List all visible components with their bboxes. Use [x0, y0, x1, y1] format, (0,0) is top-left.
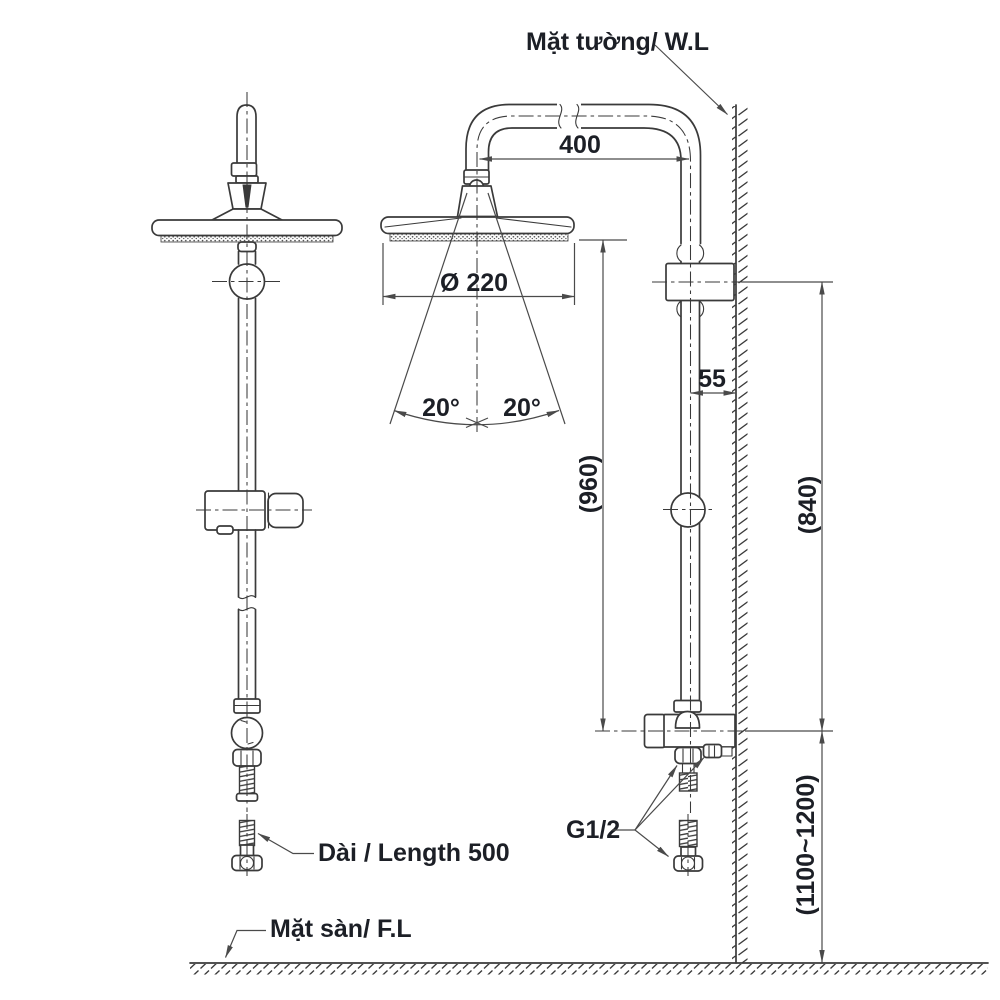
spray-face-texture-side [389, 233, 569, 242]
head-collar [230, 162, 258, 177]
angle-arc [393, 409, 560, 426]
wall-hatch [732, 106, 748, 963]
hose-nut-facets [240, 750, 254, 766]
hose-nut-side [674, 746, 702, 765]
dim-bracket-to-valve: (840) [595, 281, 833, 732]
dim-text-400: 400 [559, 131, 601, 159]
pipe-union-bulges [676, 244, 705, 318]
slider-joint-line [264, 492, 270, 529]
thread-leader-2 [634, 757, 705, 831]
wall-inlet-nut [702, 743, 723, 759]
dim-text-840: (840) [794, 476, 822, 534]
riser-pipe-bottom [237, 608, 257, 700]
dim-valve-above-floor: (1100~1200) [792, 730, 825, 964]
hose-length-leader [257, 832, 314, 855]
slider-tab [216, 525, 234, 535]
dim-text-220: Ø 220 [440, 269, 508, 297]
thread-size-label: G1/2 [566, 816, 620, 844]
dim-arm-reach: 400 [478, 131, 690, 162]
detached-hose-nut-facets-side [680, 856, 696, 870]
riser-pipe-upper [237, 297, 257, 492]
wall-label-leader [654, 44, 728, 115]
dim-text-960: (960) [575, 455, 603, 513]
valve-dome [674, 710, 701, 729]
dim-text-55: 55 [698, 365, 726, 393]
detached-hose-nut-facets-front [239, 856, 255, 870]
dim-text-angle-left: 20° [422, 394, 460, 422]
hose-coil-side [678, 772, 698, 792]
detached-hose-front [231, 814, 263, 876]
disc-bevel-lines [384, 217, 572, 228]
front-view [151, 92, 343, 876]
floor-surface-label: Mặt sàn/ F.L [270, 915, 412, 943]
hose-tube-side [681, 762, 695, 774]
riser-pipe-side [680, 260, 701, 702]
wall-surface-label: Mặt tường/ W.L [526, 28, 709, 56]
dim-head-diameter: Ø 220 [382, 243, 576, 305]
dim-head-to-valve: (960) [575, 239, 627, 732]
thread-leader-3 [634, 829, 669, 857]
dim-text-angle-right: 20° [503, 394, 541, 422]
dimensions: 400 Ø 220 20° 20° (960) 55 (84 [382, 131, 833, 964]
arm-centerline [476, 115, 692, 432]
floor-surface [189, 962, 989, 975]
spray-cone-lines [389, 192, 566, 425]
wall-inlet-nut-facets [708, 745, 716, 758]
floor-hatch [190, 964, 988, 975]
wall-surface [732, 104, 748, 964]
pipe-segment [237, 250, 257, 265]
dim-pipe-to-wall: 55 [689, 365, 737, 396]
hose-nut-facets-side [682, 748, 694, 763]
valve-collar-side [673, 699, 702, 713]
hose-length-label: Dài / Length 500 [318, 839, 510, 867]
shower-arm-outer [465, 103, 702, 245]
angle-cross-ticks [465, 417, 489, 429]
detached-hose-side [673, 814, 704, 876]
annotations: Mặt tường/ W.L Mặt sàn/ F.L G1/2 Dài / L… [224, 28, 728, 958]
dim-text-1100-1200: (1100~1200) [792, 774, 820, 915]
valve-ball-marks [240, 719, 254, 745]
riser-pipe-lower [237, 529, 257, 598]
dim-spray-angle: 20° 20° [393, 394, 560, 429]
floor-label-leader [224, 929, 266, 958]
head-cone-slot [242, 184, 252, 208]
thread-leader-1 [634, 765, 678, 831]
side-view [380, 100, 736, 876]
